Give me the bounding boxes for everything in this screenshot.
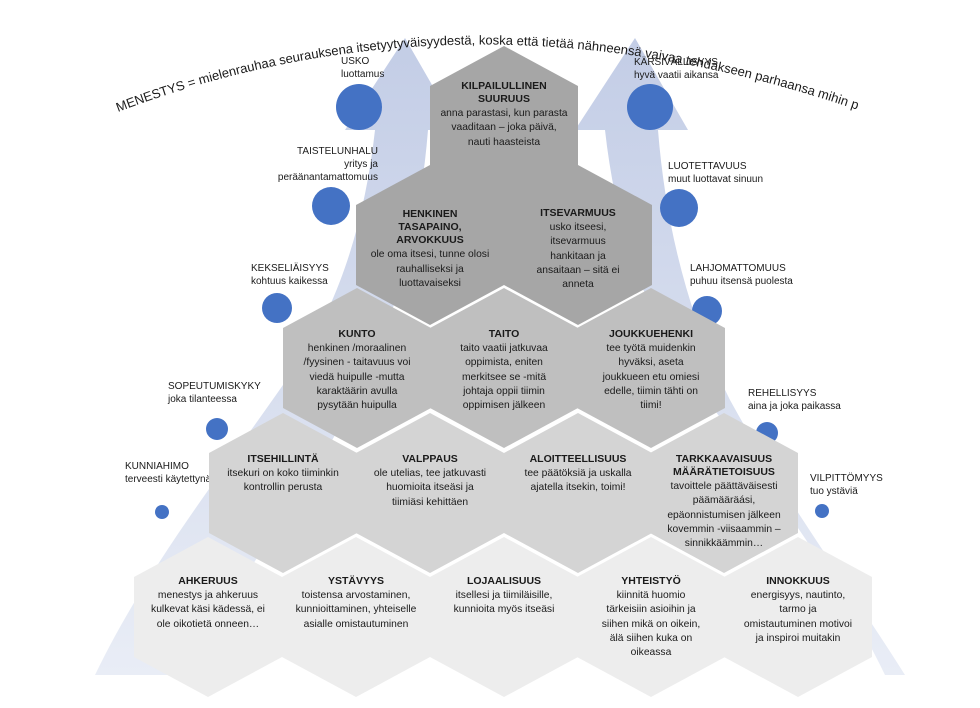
hex-description: itsellesi ja tiimiläisille, kunnioita my…: [453, 590, 555, 616]
hex-title: ALOITTEELLISUUS: [529, 453, 627, 465]
left-growth-arrow: [95, 38, 458, 675]
quality-dot: [206, 418, 228, 440]
right-quality-rehellisyys: REHELLISYYS aina ja joka paikassa: [748, 388, 841, 412]
hex-valppaus: VALPPAUS ole utelias, tee jatkuvasti huo…: [356, 413, 504, 573]
quality-dot: [815, 504, 829, 518]
hex-title: TAITO: [488, 328, 520, 340]
hex-lojaalisuus: LOJAALISUUS itsellesi ja tiimiläisille, …: [430, 537, 578, 697]
hex-title: ITSEHILLINTÄ: [247, 453, 319, 465]
hex-description: menestys ja ahkeruus kulkevat käsi kädes…: [151, 590, 265, 630]
quality-dot: [262, 293, 292, 323]
hex-title: HENKINEN TASAPAINO, ARVOKKUUS: [396, 208, 464, 247]
quality-dot: [312, 187, 350, 225]
hex-itsevarmuus: ITSEVARMUUS usko itseesi, itsevarmuus ha…: [504, 165, 652, 325]
left-quality-sopeutumiskyky: SOPEUTUMISKYKY joka tilanteessa: [168, 381, 261, 405]
quality-dot: [336, 84, 382, 130]
hex-description: tavoittele päättäväisesti päämääräási, e…: [667, 481, 781, 550]
hex-yhteistyo: YHTEISTYÖ kiinnitä huomio tärkeisiin asi…: [577, 537, 725, 697]
hex-innokkuus: INNOKKUUS energisyys, nautinto, tarmo ja…: [724, 537, 872, 697]
left-quality-kunniahimo: KUNNIAHIMO terveesti käytettynä: [125, 461, 212, 485]
hex-title: LOJAALISUUS: [466, 575, 542, 587]
hex-title: AHKERUUS: [178, 575, 238, 587]
hex-description: ole utelias, tee jatkuvasti huomioita it…: [373, 468, 487, 508]
hex-description: toistensa arvostaminen, kunnioittaminen,…: [295, 590, 417, 630]
hex-description: ole oma itsesi, tunne olosi rauhalliseks…: [370, 249, 490, 289]
hex-title: KUNTO: [338, 328, 376, 340]
hex-description: tee työtä muidenkin hyväksi, aseta joukk…: [602, 343, 700, 411]
right-growth-arrow: [575, 38, 905, 675]
left-quality-kekseliaisyys: KEKSELIÄISYYS kohtuus kaikessa: [251, 263, 329, 287]
hex-title: KILPAILULLINEN SUURUUS: [461, 80, 547, 106]
quality-dot: [155, 505, 169, 519]
hex-kunto: KUNTO henkinen /moraalinen /fyysinen - t…: [283, 288, 431, 448]
left-quality-usko: USKO luottamus: [341, 56, 385, 80]
hex-description: kiinnitä huomio tärkeisiin asioihin ja s…: [601, 590, 701, 658]
hex-title: JOUKKUEHENKI: [608, 328, 693, 340]
hex-kilpailullinen-suuruus: KILPAILULLINEN SUURUUS anna parastasi, k…: [430, 46, 578, 206]
hex-description: henkinen /moraalinen /fyysinen - taitavu…: [303, 343, 411, 411]
hex-description: usko itseesi, itsevarmuus hankitaan ja a…: [536, 222, 620, 290]
hex-description: itsekuri on koko tiiminkin kontrollin pe…: [227, 468, 339, 494]
hex-description: anna parastasi, kun parasta vaaditaan – …: [440, 108, 568, 148]
right-quality-vilpittomyys: VILPITTÖMYYS tuo ystäviä: [810, 473, 883, 497]
hex-ahkeruus: AHKERUUS menestys ja ahkeruus kulkevat k…: [134, 537, 282, 697]
hex-title: INNOKKUUS: [766, 575, 830, 587]
quality-dot: [627, 84, 673, 130]
hex-henkinen-tasapaino: HENKINEN TASAPAINO, ARVOKKUUS ole oma it…: [356, 165, 504, 325]
hex-tarkkaavaisuus: TARKKAAVAISUUS MÄÄRÄTIETOISUUS tavoittel…: [650, 413, 798, 573]
hex-aloitteellisuus: ALOITTEELLISUUS tee päätöksiä ja uskalla…: [504, 413, 652, 573]
hex-title: VALPPAUS: [402, 453, 458, 465]
hex-title: YHTEISTYÖ: [621, 575, 681, 587]
right-quality-karsivallisyys: KÄRSIVÄLLISYYS hyvä vaatii aikansa: [634, 57, 719, 81]
right-quality-luotettavuus: LUOTETTAVUUS muut luottavat sinuun: [668, 161, 764, 185]
hex-ystavyys: YSTÄVYYS toistensa arvostaminen, kunnioi…: [282, 537, 430, 697]
hex-joukkuehenki: JOUKKUEHENKI tee työtä muidenkin hyväksi…: [577, 288, 725, 448]
hex-description: tee päätöksiä ja uskalla ajatella itseki…: [524, 468, 632, 494]
hex-itsehillinta: ITSEHILLINTÄ itsekuri on koko tiiminkin …: [209, 413, 357, 573]
hex-taito: TAITO taito vaatii jatkuvaa oppimista, e…: [430, 288, 578, 448]
hex-description: taito vaatii jatkuvaa oppimista, eniten …: [460, 343, 548, 411]
hex-title: ITSEVARMUUS: [540, 207, 616, 219]
quality-dot: [660, 189, 698, 227]
hex-title: TARKKAAVAISUUS MÄÄRÄTIETOISUUS: [673, 453, 775, 479]
right-quality-lahjomattomuus: LAHJOMATTOMUUS puhuu itsensä puolesta: [690, 263, 793, 287]
hex-description: energisyys, nautinto, tarmo ja omistautu…: [743, 590, 853, 644]
hex-title: YSTÄVYYS: [327, 575, 385, 587]
left-quality-taistelunhalu: TAISTELUNHALU yritys ja peräänantamattom…: [277, 146, 378, 183]
